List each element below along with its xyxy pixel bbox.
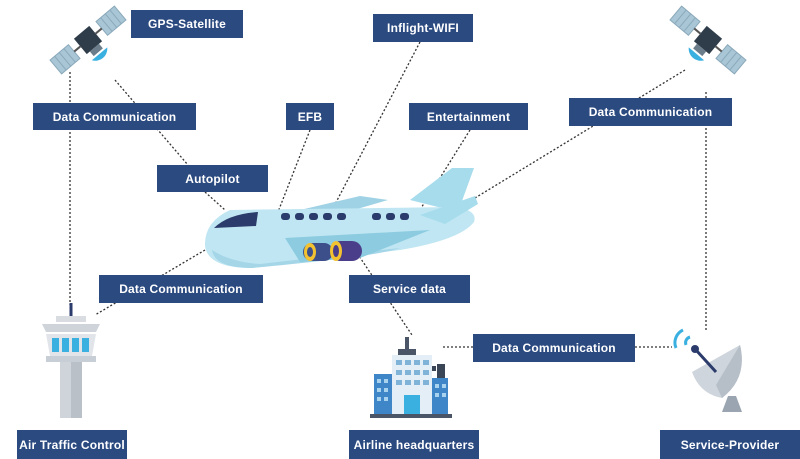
label-data-communication-left: Data Communication (33, 103, 196, 130)
connector-autopilot-to-plane (204, 191, 226, 211)
connector-wifi-to-plane (331, 41, 421, 211)
satellite-icon (49, 5, 127, 75)
label-data-communication-atc: Data Communication (99, 275, 263, 303)
label-autopilot: Autopilot (157, 165, 268, 192)
label-gps-satellite: GPS-Satellite (131, 10, 243, 38)
label-service-provider: Service-Provider (660, 430, 800, 459)
connectors (69, 41, 707, 348)
connector-plane-to-hq (354, 249, 413, 336)
label-efb: EFB (286, 103, 334, 130)
airplane-icon (204, 168, 478, 268)
label-data-communication-ground: Data Communication (473, 334, 635, 362)
label-entertainment: Entertainment (409, 103, 528, 130)
label-data-communication-right: Data Communication (569, 98, 732, 126)
label-inflight-wifi: Inflight-WIFI (373, 14, 473, 42)
satellite-dish-icon (673, 328, 742, 412)
satellite-icon (669, 5, 747, 75)
label-airline-headquarters: Airline headquarters (349, 430, 479, 459)
office-building-icon (370, 337, 452, 418)
connector-efb-to-plane (277, 129, 311, 213)
control-tower-icon (42, 303, 100, 418)
connector-plane-to-atc (94, 249, 206, 316)
label-service-data: Service data (349, 275, 470, 303)
connector-right-sat-to-plane (451, 69, 686, 213)
label-air-traffic-control: Air Traffic Control (17, 430, 127, 459)
